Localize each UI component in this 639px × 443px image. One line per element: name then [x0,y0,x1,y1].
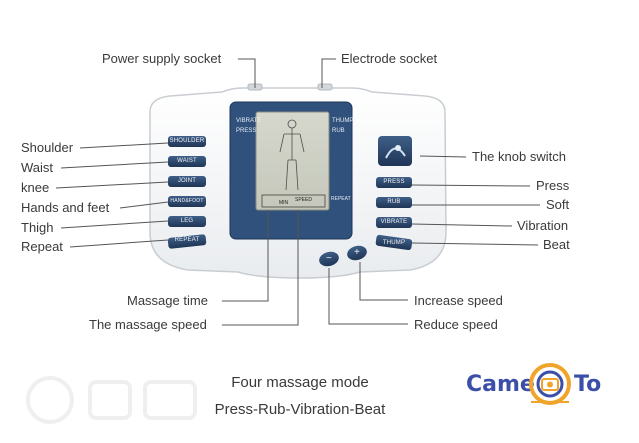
callout-knob-switch: The knob switch [472,149,566,164]
btn-thump-label: THUMP [382,240,406,246]
btn-vibrate-label: VIBRATE [380,219,408,225]
btn-repeat [167,234,207,249]
btn-thump [375,234,413,251]
callout-increase-speed: Increase speed [414,293,503,308]
btn-waist [168,156,206,167]
logo-camera-icon [529,363,571,405]
screen-rub-label: RUB [332,128,345,134]
btn-vibrate [376,217,412,228]
knob-switch [378,136,412,166]
callout-electrode-socket: Electrode socket [341,51,438,66]
minus-button [319,251,339,267]
btn-shoulder-label: SHOULDER [169,138,205,144]
plus-button-label: + [353,247,361,258]
callout-waist: Waist [21,160,54,175]
screen-speed-label: SPEED [295,197,312,203]
btn-rub [376,197,412,208]
logo-text-left: Came [466,372,535,397]
btn-joint-label: JOINT [177,178,197,184]
screen-time-label: MIN [279,200,289,206]
callout-repeat: Repeat [21,239,63,254]
callout-massage-speed: The massage speed [89,317,207,332]
body-figure [279,119,305,191]
lcd-screen [255,111,330,211]
btn-waist-label: WAIST [177,158,197,164]
background-watermark [26,376,197,424]
logo-text-right: To [574,372,602,397]
screen-thump-label: THUMP [332,118,354,124]
caption-line-1: Four massage mode [231,374,369,391]
callout-power-supply-socket: Power supply socket [102,51,222,66]
screen-repeat-label: REPEAT [331,196,351,202]
btn-handfoot-label: HAND&FOOT [170,198,204,204]
btn-leg-label: LEG [180,218,194,224]
btn-joint [168,176,206,187]
speed-buttons [319,245,367,267]
leader-lines [55,58,540,326]
btn-press [376,177,412,188]
lcd-bottom-box [261,194,326,208]
callout-beat: Beat [543,237,570,252]
callout-shoulder: Shoulder [21,140,74,155]
callout-soft: Soft [546,197,570,212]
plus-button [347,245,367,261]
callout-thigh: Thigh [21,220,54,235]
btn-rub-label: RUB [387,199,401,205]
btn-press-label: PRESS [383,179,405,185]
minus-button-label: − [325,253,333,264]
callout-vibration: Vibration [517,218,569,233]
callout-press: Press [536,178,570,193]
callout-knee: knee [21,180,50,195]
screen-vibrate-label: VIBRATE [236,118,262,124]
btn-handfoot [168,196,206,207]
callout-reduce-speed: Reduce speed [414,317,498,332]
btn-shoulder [168,136,206,147]
screen-press-label: PRESS [236,128,257,134]
right-button-column [375,136,413,251]
callout-hands-and-feet: Hands and feet [21,200,110,215]
electrode-socket [317,83,333,91]
btn-leg [168,216,206,227]
callout-massage-time: Massage time [127,293,208,308]
caption-line-2: Press-Rub-Vibration-Beat [214,401,386,418]
btn-repeat-label: REPEAT [174,237,200,243]
left-button-column [167,136,207,249]
